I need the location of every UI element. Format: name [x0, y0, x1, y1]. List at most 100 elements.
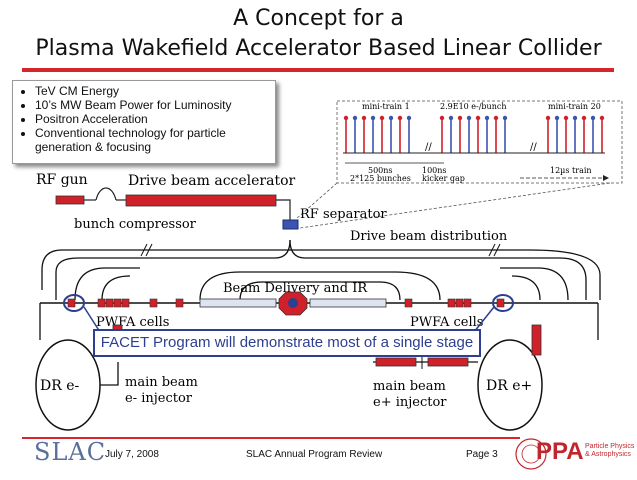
- break-marks: [140, 243, 501, 257]
- bunch-pulse-head: [484, 115, 490, 121]
- bullet-item: Positron Acceleration: [35, 112, 275, 126]
- callout-line: [299, 182, 611, 229]
- pwfa-cell: [447, 298, 456, 308]
- beam-delivery-right: [309, 298, 387, 308]
- callout-line: [295, 182, 338, 220]
- ppa-logo-icon: [515, 438, 547, 470]
- break-mark: [488, 243, 496, 257]
- distribution-loop: [289, 239, 587, 300]
- bunch-pulse-head: [554, 115, 560, 121]
- distribution-loop: [74, 267, 140, 301]
- bullet-item: TeV CM Energy: [35, 84, 275, 98]
- distribution-loop: [239, 281, 401, 301]
- slac-logo: SLAC: [34, 438, 107, 466]
- rf-gun-label: RF gun: [36, 172, 88, 188]
- linac-block: [531, 324, 542, 356]
- ppa-logo-ring: [515, 438, 547, 470]
- main-beam-right-label: main beam: [373, 379, 446, 394]
- eplus-injector-label: e+ injector: [373, 395, 447, 410]
- bunch-pulse-head: [563, 115, 569, 121]
- pwfa-cells-right-label: PWFA cells: [410, 315, 483, 330]
- bunch-pulse-head: [590, 115, 596, 121]
- pwfa-cell: [463, 298, 472, 308]
- bunch-pulse-head: [457, 115, 463, 121]
- pwfa-cell: [404, 298, 413, 308]
- bunch-pulse-head: [439, 115, 445, 121]
- stage-highlight-left: [63, 294, 85, 312]
- pulse-train: // //: [343, 115, 605, 153]
- pwfa-cell: [105, 298, 114, 308]
- bunch-pulse-head: [397, 115, 403, 121]
- bunch-pulse-head: [581, 115, 587, 121]
- bunch-charge-label: 2.9E10 e-/bunch: [440, 102, 506, 111]
- axis-break-mark: //: [425, 142, 432, 153]
- ppa-logo-ring: [521, 444, 541, 464]
- footer-event: SLAC Annual Program Review: [246, 449, 383, 460]
- main-injector-eplus-block: [427, 357, 469, 367]
- distribution-loop: [101, 275, 131, 301]
- drive-beam-distribution-label: Drive beam distribution: [350, 229, 508, 244]
- break-mark: [140, 243, 148, 257]
- ppa-subtitle-line2: & Astrophysics: [585, 451, 631, 458]
- ip-icon: [288, 298, 298, 308]
- train-label: 12µs train: [550, 166, 592, 175]
- ppa-subtitle-line1: Particle Physics: [585, 443, 635, 450]
- footer-date: July 7, 2008: [105, 449, 159, 460]
- distribution-loops: [41, 239, 601, 301]
- kicker-gap-label: kicker gap: [422, 174, 465, 183]
- distribution-loop: [500, 267, 569, 301]
- pwfa-cell: [121, 298, 130, 308]
- bunch-pulse-head: [361, 115, 367, 121]
- bullet-item: 10’s MW Beam Power for Luminosity: [35, 98, 275, 112]
- pwfa-cell: [149, 298, 158, 308]
- damping-ring-eplus: [477, 339, 543, 431]
- bunch-pulse-head: [502, 115, 508, 121]
- ppa-logo: PPA: [536, 438, 584, 465]
- bunch-pulse-head: [572, 115, 578, 121]
- beam-delivery-left: [199, 298, 277, 308]
- pwfa-cell: [496, 298, 505, 308]
- facet-pointer: [473, 306, 495, 333]
- bunch-compressor-chicane: [95, 187, 117, 201]
- bunch-pulse-head: [352, 115, 358, 121]
- beam-delivery-label: Beam Delivery and IR: [223, 281, 368, 296]
- rf-gun-block: [55, 195, 85, 205]
- bunch-pulse-head: [493, 115, 499, 121]
- pwfa-cell: [113, 298, 122, 308]
- pwfa-cell: [175, 298, 184, 308]
- beamline: [276, 199, 291, 222]
- dur-500-label: 500ns: [368, 166, 393, 175]
- rf-separator-block: [282, 219, 299, 230]
- distribution-loop: [41, 249, 601, 300]
- bunch-pulse-head: [406, 115, 412, 121]
- rf-separator-label: RF separator: [300, 207, 387, 222]
- timing-inset: //// mini-train 1 2.9E10 e-/bunch mini-t…: [336, 100, 623, 184]
- bullet-box: TeV CM Energy 10’s MW Beam Power for Lum…: [12, 80, 276, 164]
- bunch-pulse-head: [599, 115, 605, 121]
- stage-highlight-right: [492, 294, 514, 312]
- axis-break-mark: //: [530, 142, 537, 153]
- bullet-list: TeV CM Energy 10’s MW Beam Power for Lum…: [13, 84, 275, 154]
- dr-eplus-label: DR e+: [486, 378, 532, 394]
- bunch-pulse-head: [370, 115, 376, 121]
- pwfa-cell: [97, 298, 106, 308]
- eminus-injector-label: e- injector: [125, 391, 193, 406]
- dur-100-label: 100ns: [422, 166, 447, 175]
- distribution-loop: [511, 275, 541, 301]
- facet-pointer: [83, 306, 101, 333]
- dr-eminus-label: DR e-: [40, 378, 80, 394]
- slide-title-line2: Plasma Wakefield Accelerator Based Linea…: [35, 36, 602, 61]
- bunch-pulse-head: [448, 115, 454, 121]
- beamline: [100, 362, 119, 386]
- mini-train-20-label: mini-train 20: [548, 102, 601, 111]
- distribution-loop: [55, 239, 291, 300]
- footer-page: Page 3: [466, 449, 498, 460]
- bunch-pulse-head: [388, 115, 394, 121]
- main-beam-left-label: main beam: [125, 375, 198, 390]
- drive-beam-accelerator-label: Drive beam accelerator: [128, 173, 296, 189]
- bunch-pulse-head: [466, 115, 472, 121]
- pwfa-cells-left-label: PWFA cells: [96, 315, 169, 330]
- train-arrow-icon: [603, 175, 609, 181]
